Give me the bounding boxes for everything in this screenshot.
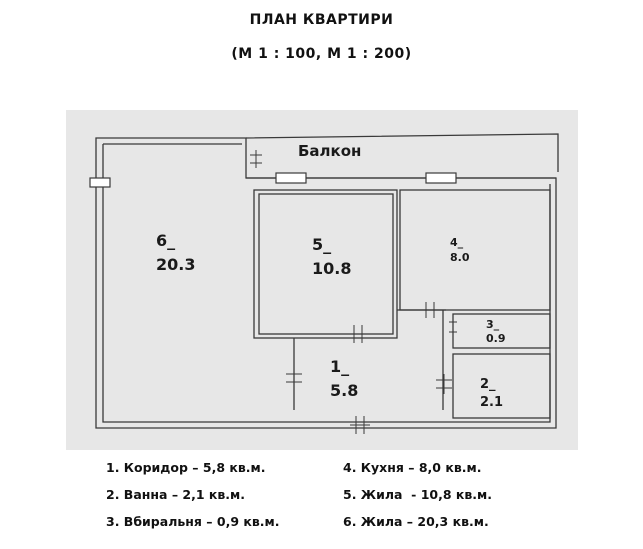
plan-background — [66, 110, 578, 450]
legend-item-1: 1. Коридор – 5,8 кв.м. — [106, 460, 266, 475]
legend-item-3: 3. Вбиральня – 0,9 кв.м. — [106, 514, 280, 529]
balcony-label: Балкон — [298, 142, 361, 160]
room-4-number: 4_ — [450, 236, 464, 249]
room-6-number: 6_ — [156, 231, 175, 250]
scale-label: (М 1 : 100, М 1 : 200) — [231, 46, 412, 62]
room-3-area: 0.9 — [486, 332, 506, 345]
legend-item-5: 5. Жила - 10,8 кв.м. — [343, 487, 492, 502]
plan-title: ПЛАН КВАРТИРИ — [249, 12, 394, 28]
room-6-area: 20.3 — [156, 255, 195, 274]
walls — [95, 133, 559, 429]
window-marks — [89, 172, 457, 188]
room-5-number: 5_ — [312, 235, 331, 254]
legend-item-2: 2. Ванна – 2,1 кв.м. — [106, 487, 246, 502]
legend-item-4: 4. Кухня – 8,0 кв.м. — [343, 460, 482, 475]
door-marks — [250, 150, 457, 434]
room-2-area: 2.1 — [480, 395, 503, 410]
room-3-number: 3_ — [486, 318, 500, 331]
room-1-area: 5.8 — [330, 381, 358, 400]
room-5-area: 10.8 — [312, 259, 351, 278]
floor-plan: Балкон 6_ 20.3 5_ 10.8 4_ 8.0 3_ 0.9 2_ … — [66, 110, 578, 450]
room-4-area: 8.0 — [450, 251, 470, 264]
room-2-number: 2_ — [480, 377, 496, 392]
legend-item-6: 6. Жила – 20,3 кв.м. — [343, 514, 489, 529]
room-1-number: 1_ — [330, 357, 349, 376]
